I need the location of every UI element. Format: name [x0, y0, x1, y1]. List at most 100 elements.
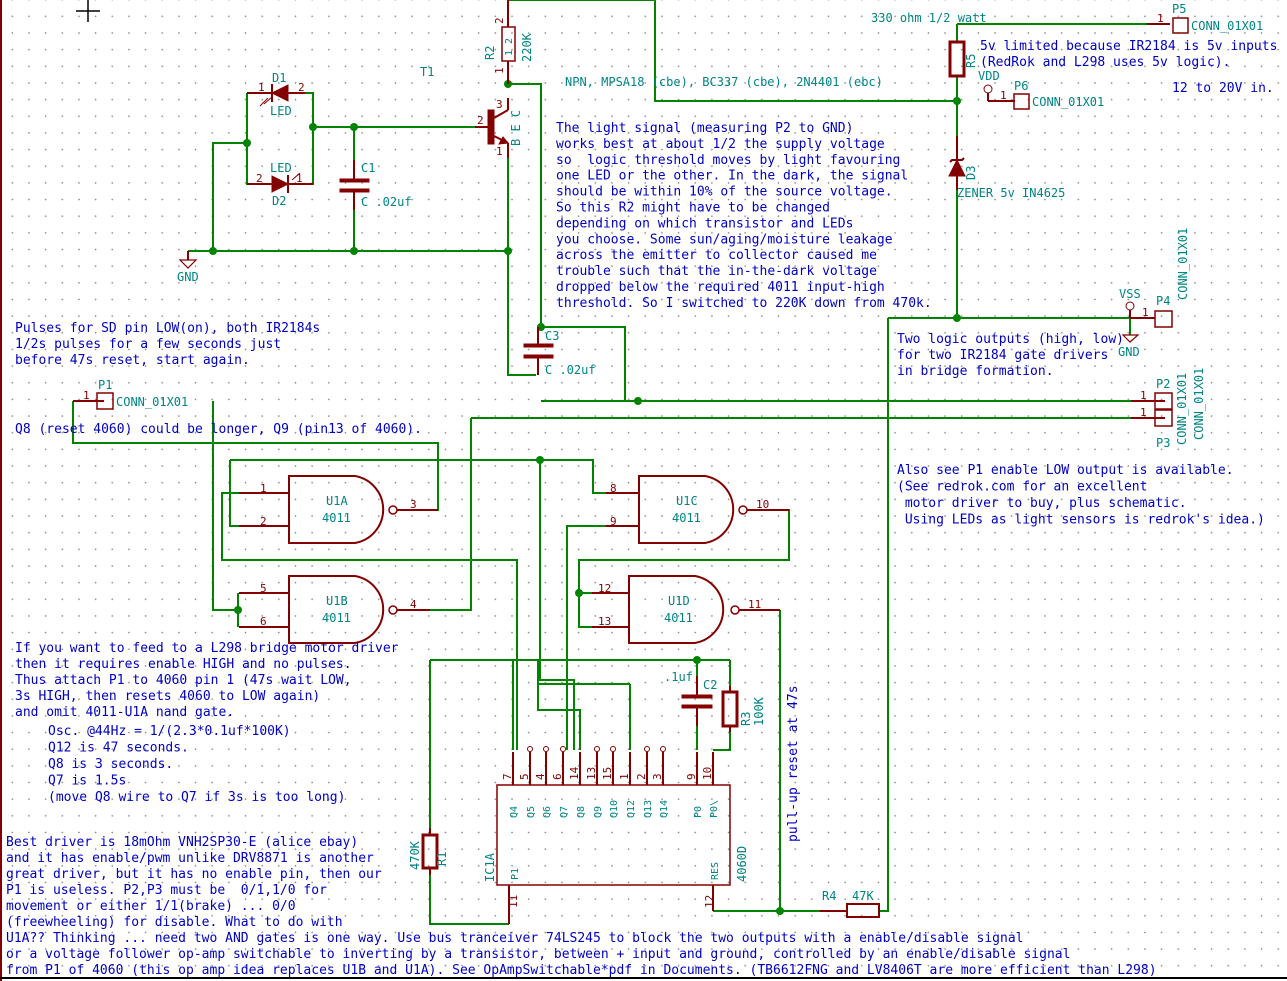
p6-pin: 1	[1000, 89, 1007, 102]
zener-d3[interactable]: D3 ZENER 5v IN4625	[948, 136, 1065, 200]
u1c-ref: U1C	[676, 494, 698, 508]
t1-pin-b: 2	[477, 114, 484, 127]
r3-value: 100K	[752, 696, 766, 726]
sheet-border-bottom	[0, 977, 1287, 979]
resistor-r5[interactable]: R5 330 ohm 1/2 watt	[871, 11, 987, 78]
r2-inner: 1 2	[504, 38, 515, 56]
note-best-line: (freewheeling) for disable. What to do w…	[6, 915, 343, 930]
u1c-pin8: 8	[610, 482, 617, 495]
p2-value: CONN_01X01	[1175, 373, 1189, 445]
ic-pin-number: 14	[568, 766, 581, 780]
d2-pin1: 1	[296, 172, 303, 185]
t1-ref: T1	[420, 65, 434, 79]
capacitor-c3[interactable]: C3 C .02uf	[523, 327, 596, 377]
u1d-pin11: 11	[748, 598, 761, 611]
note-pulses-line: 1/2s pulses for a few seconds just	[15, 337, 281, 352]
wires	[72, 0, 1150, 925]
note-best-line: or a voltage follower op-amp switchable …	[6, 947, 1070, 962]
transistor-t1[interactable]: T1 2 3 1 B E C	[420, 65, 523, 158]
note-also-line: (See redrok.com for an excellent	[897, 480, 1147, 495]
note-pulses-line: before 47s reset, start again.	[15, 353, 250, 368]
connector-p3[interactable]: 1 P3 CONN_01X01	[1131, 368, 1206, 450]
sheet-border-left	[0, 0, 2, 981]
note-light-line: across the emitter to collector caused m…	[556, 248, 877, 263]
u1d-value: 4011	[664, 611, 693, 625]
crosshair-cursor-icon	[76, 0, 100, 22]
ic-pin-name: Q12	[626, 800, 637, 818]
note-l298-line: and omit 4011-U1A nand gate.	[15, 705, 234, 720]
ic-pin-number: 5	[518, 773, 531, 780]
ic-pin-number: 7	[501, 773, 514, 780]
u1a-ref: U1A	[326, 494, 348, 508]
c3-ref: C3	[545, 329, 559, 343]
note-5v-limited: 5v limited because IR2184 is 5v inputs(R…	[980, 39, 1277, 70]
led-d2[interactable]: LED D2 2 1	[247, 161, 313, 208]
ic-4060-ic1a[interactable]: 7Q45Q54Q66Q714Q813Q915Q101Q122Q133Q149P0…	[483, 746, 749, 925]
p2-ref: P2	[1156, 377, 1170, 391]
nand-gate-u1d[interactable]: 12 13 11 U1D 4011	[592, 575, 780, 644]
u1a-value: 4011	[322, 511, 351, 525]
resistor-r2[interactable]: 1 2 R2 220K 2 1	[483, 0, 534, 84]
connector-p4[interactable]: 1 P4 CONN_01X01	[1130, 228, 1190, 328]
r5-value: 330 ohm 1/2 watt	[871, 11, 987, 25]
c2-value: .1uf	[664, 670, 693, 684]
p3-pin: 1	[1140, 406, 1147, 419]
gnd-symbol-left: GND	[177, 251, 199, 284]
note-light-line: works best at about 1/2 the supply volta…	[556, 137, 885, 152]
u1a-pin3: 3	[410, 498, 417, 511]
note-l298-line: then it requires enable HIGH and no puls…	[15, 657, 352, 672]
led-d1[interactable]: D1 LED 1 2	[247, 71, 305, 118]
note-l298-line: Thus attach P1 to 4060 pin 1 (47s wait L…	[15, 673, 352, 688]
connector-p2[interactable]: 1 P2 CONN_01X01	[1131, 373, 1189, 445]
note-best-line: movement or either 1/1(brake) ... 0/0	[6, 899, 296, 914]
capacitor-c2[interactable]: C2 .1uf	[664, 670, 717, 726]
ic-pin-res-name: RES	[710, 862, 721, 880]
r5-ref: R5	[964, 54, 978, 68]
ic-pin-number: 3	[651, 773, 664, 780]
ic-pin-number: 2	[635, 773, 648, 780]
u1b-value: 4011	[322, 611, 351, 625]
no-connect-pin-icon	[660, 746, 666, 752]
resistor-r4[interactable]: R4 47K	[820, 889, 880, 918]
ic-pin-number: 9	[685, 773, 698, 780]
no-connect-pin-icon	[527, 746, 533, 752]
connector-p5[interactable]: 1 P5 CONN_01X01	[1147, 2, 1263, 34]
p5-value: CONN_01X01	[1191, 19, 1263, 33]
ic-pin-11-num: 11	[507, 895, 520, 908]
nand-gate-u1b[interactable]: 5 6 4 U1B 4011	[239, 575, 430, 644]
connector-p1[interactable]: 1 P1 CONN_01X01	[73, 378, 188, 410]
p1-ref: P1	[98, 378, 112, 392]
u1b-pin6: 6	[260, 615, 267, 628]
u1c-value: 4011	[672, 511, 701, 525]
d2-pin2: 2	[256, 172, 263, 185]
ic1a-value: 4060D	[735, 846, 749, 882]
note-5v-line: 5v limited because IR2184 is 5v inputs	[980, 39, 1277, 54]
c2-ref: C2	[703, 678, 717, 692]
p6-ref: P6	[1014, 79, 1028, 93]
d1-value: LED	[270, 104, 292, 118]
note-light-line: So this R2 might have to be changed	[556, 201, 830, 216]
resistor-r1[interactable]: R1 470K	[408, 828, 449, 875]
t1-pin-c: 3	[496, 98, 503, 111]
d3-ref: D3	[964, 166, 978, 180]
gnd-label-right: GND	[1118, 345, 1140, 359]
nand-gate-u1a[interactable]: 1 2 3 U1A 4011	[239, 475, 438, 544]
note-best-line: Best driver is 18mOhm VNH2SP30-E (alice …	[6, 835, 358, 850]
note-also-see: Also see P1 enable LOW output is availab…	[897, 463, 1265, 528]
p4-value: CONN_01X01	[1176, 228, 1190, 300]
note-also-line: motor driver to buy, plus schematic.	[897, 496, 1187, 511]
connector-p6[interactable]: 1 P6 CONN_01X01	[988, 79, 1104, 110]
note-best-line: U1A?? Thinking ... need two AND gates is…	[6, 931, 1023, 946]
p4-pin: 1	[1142, 306, 1149, 319]
no-connect-pin-icon	[610, 746, 616, 752]
nand-gate-u1c[interactable]: 8 9 10 U1C 4011	[606, 475, 789, 544]
note-also-line: Also see P1 enable LOW output is availab…	[897, 463, 1234, 478]
resistor-r3[interactable]: R3 100K	[721, 686, 766, 732]
note-5v-line: (RedRok and L298 uses 5v logic).	[980, 55, 1230, 70]
u1d-pin13: 13	[598, 615, 611, 628]
capacitor-c1[interactable]: C1 C .02uf	[339, 160, 412, 210]
note-light-line: you choose. Some sun/aging/moisture leak…	[556, 232, 893, 247]
ic-pin-name: Q8	[576, 806, 587, 818]
note-best-driver: Best driver is 18mOhm VNH2SP30-E (alice …	[6, 835, 1157, 978]
